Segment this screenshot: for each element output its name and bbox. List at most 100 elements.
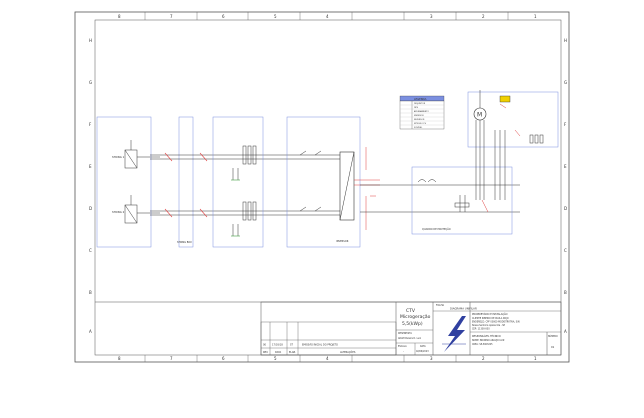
col-label: 3: [430, 356, 433, 361]
row-label: E: [89, 164, 92, 169]
column-labels-top: 8 7 6 5 4 3 2 1: [118, 14, 537, 19]
legend-title: LEGENDA: [414, 97, 427, 101]
string-2-label: STRING 2: [112, 210, 125, 214]
legend-item: MÓDULO FV: [414, 122, 427, 125]
outer-frame: [74, 11, 570, 363]
col-label: 6: [222, 14, 225, 19]
owner-line: Nossa Senhora Aparecida - SP: [472, 324, 506, 327]
col-label: 5: [274, 14, 277, 19]
row-label: F: [564, 122, 567, 127]
row-label: B: [564, 290, 567, 295]
row-label: B: [89, 290, 92, 295]
row-label: A: [564, 329, 567, 334]
rev-cell: EMISSÃO INICIAL DO PROJETO: [302, 344, 338, 347]
pv-string-2: [124, 195, 160, 224]
legend-item: ATERRAMENTO: [414, 110, 429, 113]
inverter-label: INVERSOR: [336, 240, 349, 243]
rev-cell: ST: [290, 344, 294, 347]
red-dc-markers: [164, 152, 208, 218]
row-labels-left: H G F E D C B A: [89, 38, 92, 334]
load-red-markers: [499, 103, 521, 137]
revision-table: [260, 321, 397, 356]
designer-label: DESENHISTA: [398, 332, 412, 335]
sheet-value: 01: [551, 345, 555, 349]
motor-feeds: [475, 90, 506, 200]
column-labels-bottom: 8 7 6 5 4 3 2 1: [118, 356, 537, 361]
bottom-column-ticks: [144, 355, 509, 362]
meter-symbol: [499, 95, 511, 103]
project-title-1: CTV: [406, 308, 416, 314]
col-label: 2: [482, 14, 485, 19]
inverter-enclosure: [286, 116, 361, 248]
owner-line: CLIENTE RIBEIRO DE PAULA ROJO: [472, 317, 509, 320]
load-breakers: [529, 134, 544, 144]
legend-item: MEDIDOR: [414, 115, 424, 117]
pv-strings-box: [96, 116, 152, 248]
ac-main-bus: [360, 184, 520, 213]
row-label: D: [564, 206, 567, 211]
row-label: H: [89, 38, 92, 43]
scale-value: -: [403, 350, 404, 353]
rev-cell: 17/03/18: [272, 344, 283, 347]
dc-protection-box: [212, 116, 264, 248]
col-label: 6: [222, 356, 225, 361]
motor-label: M: [477, 112, 482, 119]
resp-line: NOME: BRUNNO ARAUJO LUIZ: [472, 339, 505, 342]
resp-line: CREA: SP-5063225: [472, 343, 493, 346]
owner-line: CEP: 11300-000: [472, 328, 490, 331]
qgbt-enclosure: [411, 166, 513, 235]
rev-cell: 00: [263, 344, 267, 347]
row-label: C: [89, 248, 92, 253]
date-label: DATA: [420, 345, 426, 348]
date-value: 02/06/2023: [416, 350, 429, 353]
row-labels-right: H G F E D C B A: [564, 38, 567, 334]
col-label: 3: [430, 14, 433, 19]
project-title-3: 5,5(kWp): [402, 321, 423, 327]
resp-label: RESPONSÁVEL TÉCNICO: [472, 335, 501, 338]
folha-label: FOLHA: [436, 304, 444, 307]
col-label: 8: [118, 14, 121, 19]
legend-item: FUSÍVEL: [414, 126, 423, 129]
qgbt-breakers: [417, 179, 470, 212]
col-label: 1: [534, 14, 537, 19]
designer-name: ADAM Pereira D. Luiz: [398, 337, 422, 340]
col-label: 7: [170, 14, 173, 19]
row-label: F: [89, 122, 92, 127]
dc-breakers-lower: [232, 201, 257, 236]
rev-header: DATA: [275, 351, 282, 354]
row-label: D: [89, 206, 92, 211]
row-label: H: [564, 38, 567, 43]
top-column-ticks: [144, 12, 509, 20]
col-label: 1: [534, 356, 537, 361]
string-box-frame: [178, 116, 194, 248]
ac-red-leads: [354, 147, 380, 230]
inverter-switches: [299, 150, 322, 212]
lower-bus: [150, 210, 340, 216]
rev-header: ELAB.: [289, 351, 296, 354]
rev-header: ALTERAÇÕES: [340, 351, 356, 354]
project-title-2: Microgeração: [400, 314, 431, 320]
rev-header: REV.: [263, 351, 268, 354]
scale-label: ESCALA: [398, 345, 407, 348]
pv-string-1: [124, 140, 160, 169]
qgbt-red-marker: [481, 199, 489, 213]
col-label: 5: [274, 356, 277, 361]
legend-table: LEGENDA DISJUNTOR DPS ATERRAMENTO MEDIDO…: [399, 95, 445, 130]
row-label: C: [564, 248, 567, 253]
col-label: 2: [482, 356, 485, 361]
row-label: E: [564, 164, 567, 169]
legend-item: DPS: [414, 107, 419, 109]
upper-bus: [150, 154, 340, 160]
dc-breakers-upper: [232, 145, 257, 180]
col-label: 4: [326, 14, 329, 19]
dps-green-upper: [231, 179, 240, 237]
owner-line: ENDEREÇO: CPF 00000 MODISTRATIVA, S/N: [472, 321, 520, 324]
col-label: 8: [118, 356, 121, 361]
load-enclosure: [467, 91, 559, 148]
legend-item: INVERSOR: [414, 119, 425, 121]
string-box-label: STRING BOX: [177, 241, 192, 244]
row-label: G: [564, 80, 567, 85]
inverter-diagonal: [339, 151, 355, 221]
company-logo: [438, 314, 468, 352]
